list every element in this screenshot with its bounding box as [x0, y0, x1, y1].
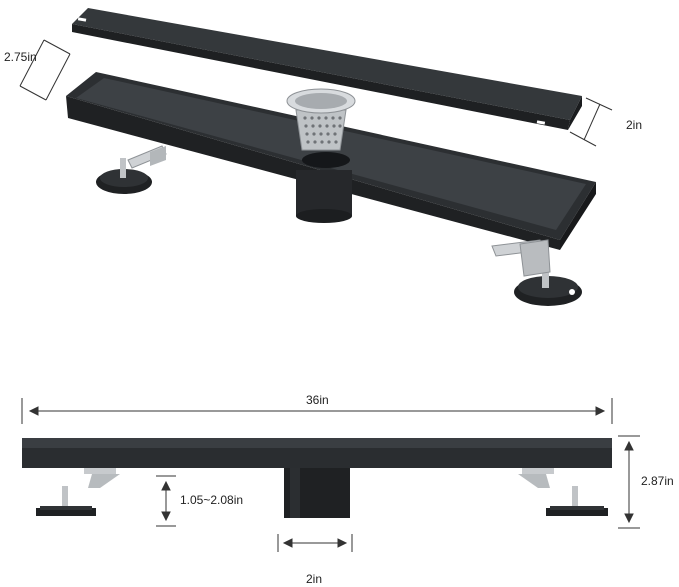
- label-channel-width: 2in: [626, 118, 643, 132]
- leveling-foot-left: [96, 145, 167, 194]
- strainer-basket: [286, 88, 356, 151]
- channel-side-view: [22, 438, 612, 518]
- grate-cover: [72, 8, 582, 130]
- dimension-line-length: [21, 398, 613, 424]
- label-cover-width: 2.75in: [4, 50, 37, 64]
- leveling-foot-right: [491, 239, 582, 306]
- leveling-foot-right-side: [518, 468, 608, 516]
- dimension-line-outlet: [277, 534, 353, 552]
- leveling-foot-left-side: [36, 468, 120, 516]
- dimension-line-channel-width: [569, 97, 613, 147]
- label-length: 36in: [306, 393, 329, 407]
- label-adjust-range: 1.05~2.08in: [180, 493, 244, 507]
- dimension-line-height: [618, 435, 640, 529]
- label-height: 2.87in: [641, 474, 674, 488]
- dimension-line-adjust-range: [156, 475, 176, 527]
- dimension-line-cover-width: [19, 39, 71, 101]
- drain-channel: [66, 72, 596, 250]
- label-outlet-diameter: 2in: [306, 572, 323, 586]
